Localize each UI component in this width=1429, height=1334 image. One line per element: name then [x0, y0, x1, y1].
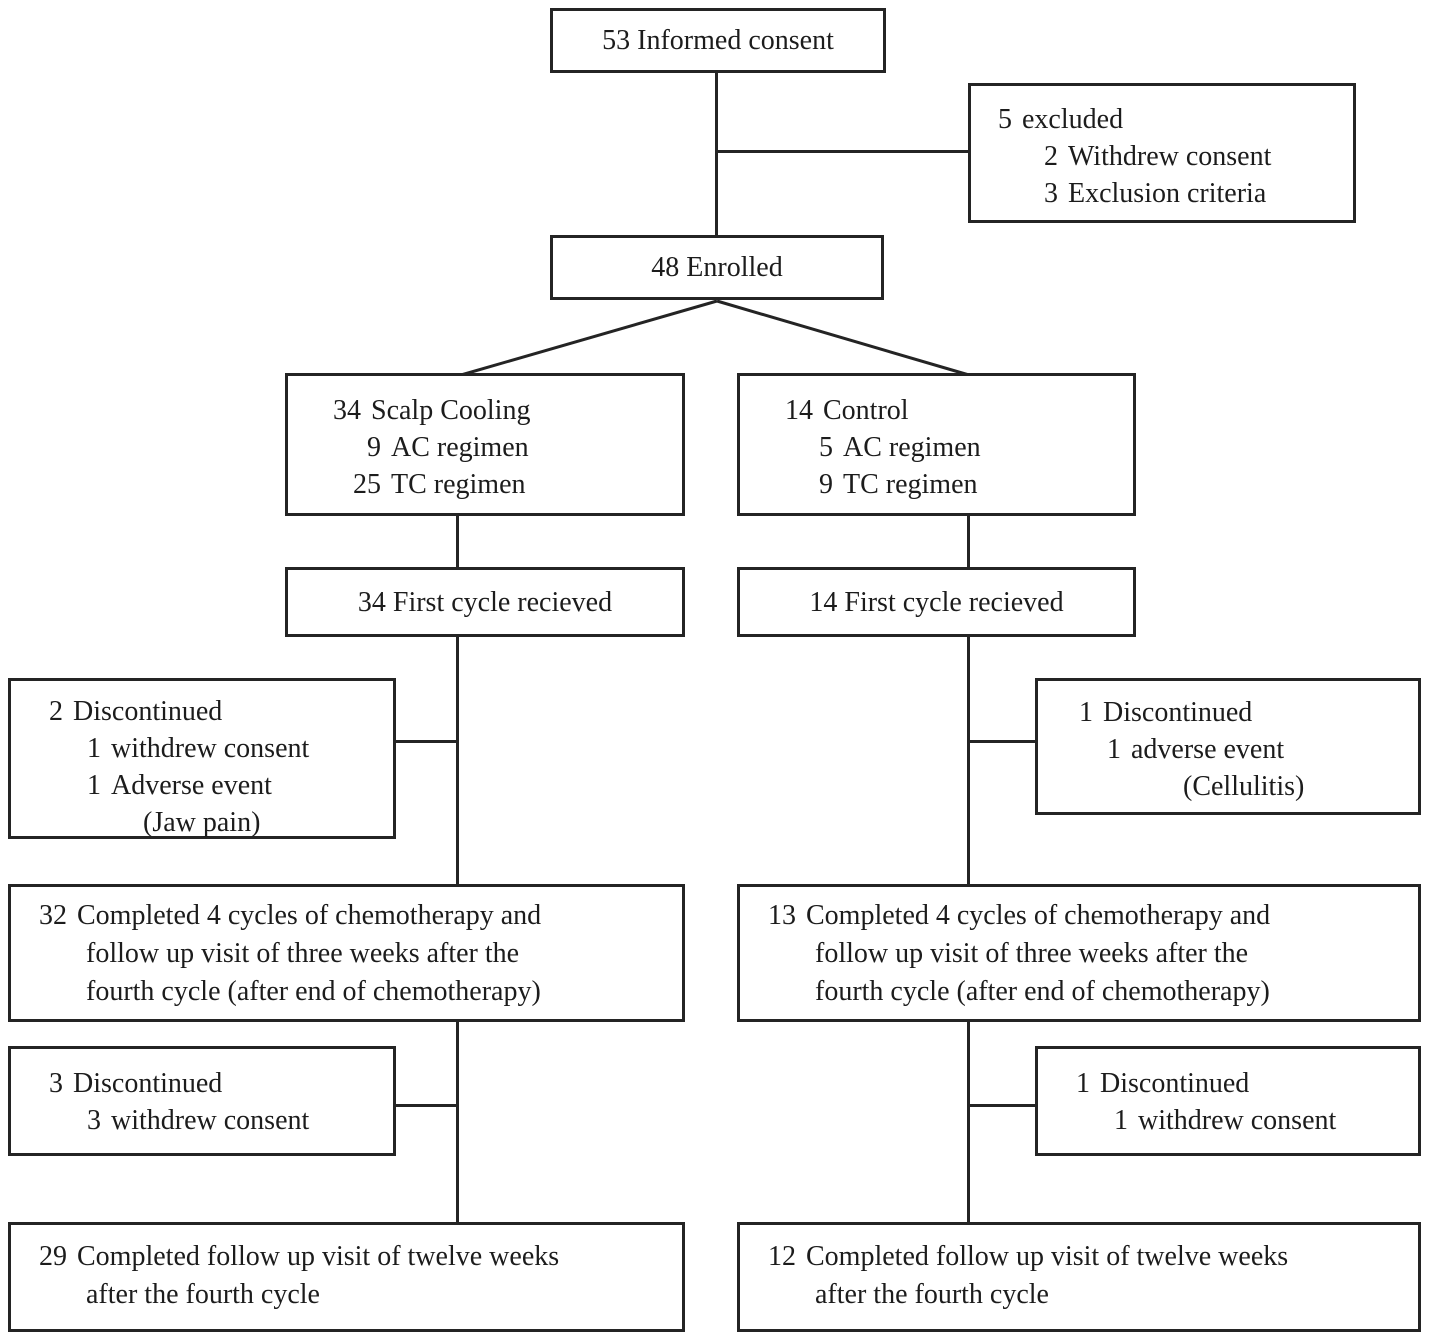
- connector-to-discontinued-control-2: [967, 1104, 1037, 1107]
- enrollment-split-connector: [460, 299, 970, 377]
- connector-consent-to-enrolled: [715, 72, 718, 236]
- box-enrolled: 48 Enrolled: [550, 235, 884, 300]
- discontinued-reason-detail: (Cellulitis): [1183, 771, 1305, 802]
- box-first-cycle-scalp: 34 First cycle recieved: [285, 567, 685, 637]
- completed-line: after the fourth cycle: [86, 1279, 320, 1310]
- connector-scalp-firstcycle-down: [456, 635, 459, 886]
- completed-line: after the fourth cycle: [815, 1279, 1049, 1310]
- connector-control-firstcycle-down: [967, 635, 970, 886]
- first-cycle-scalp-text: 34 First cycle recieved: [357, 586, 613, 618]
- connector-to-discontinued-scalp-2: [394, 1104, 456, 1107]
- connector-to-excluded: [716, 150, 968, 153]
- completed-line: fourth cycle (after end of chemotherapy): [86, 976, 541, 1007]
- connector-scalp-chemo-down: [456, 1020, 459, 1224]
- box-first-cycle-control: 14 First cycle recieved: [737, 567, 1136, 637]
- connector-to-discontinued-scalp-1: [394, 740, 456, 743]
- discontinued-reason-detail: (Jaw pain): [143, 807, 261, 838]
- box-informed-consent: 53 Informed consent: [550, 8, 886, 73]
- completed-line: fourth cycle (after end of chemotherapy): [815, 976, 1270, 1007]
- connector-control-to-firstcycle: [967, 514, 970, 570]
- informed-consent-text: 53 Informed consent: [602, 25, 834, 56]
- connector-to-discontinued-control-1: [967, 740, 1037, 743]
- connector-scalp-to-firstcycle: [456, 514, 459, 570]
- first-cycle-control-text: 14 First cycle recieved: [809, 586, 1064, 618]
- completed-line: follow up visit of three weeks after the: [86, 938, 520, 969]
- completed-line: follow up visit of three weeks after the: [815, 938, 1249, 969]
- connector-control-chemo-down: [967, 1020, 970, 1224]
- enrolled-text: 48 Enrolled: [651, 252, 783, 283]
